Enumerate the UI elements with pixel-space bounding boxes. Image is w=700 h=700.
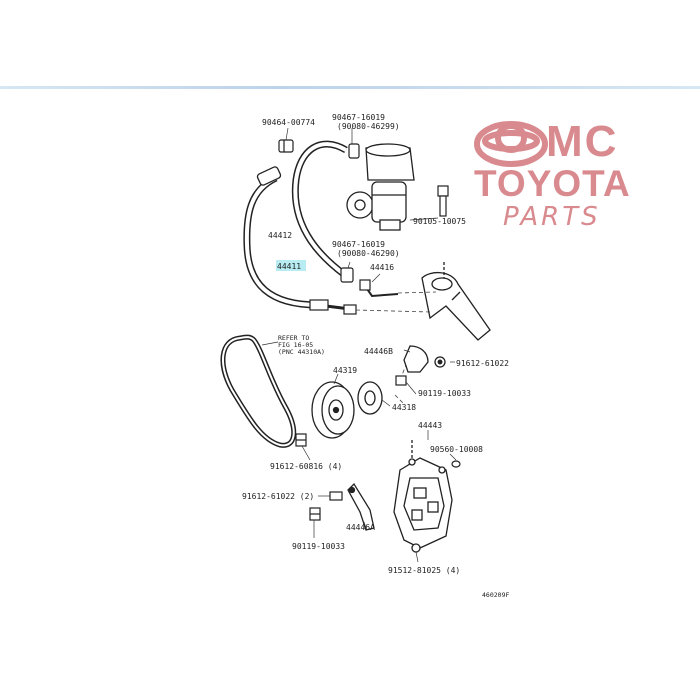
label-90119-10033-lower: 90119-10033 — [292, 542, 345, 551]
bolt-91612-60816 — [295, 433, 307, 447]
v-belt — [220, 334, 297, 448]
bracket-44446a — [347, 482, 375, 531]
label-44412: 44412 — [268, 231, 292, 240]
plate-44318 — [357, 381, 383, 415]
bolt-90119-lower — [309, 507, 321, 521]
brand-toyota: TOYOTA — [474, 163, 631, 204]
nut-90560-10008 — [451, 460, 461, 468]
label-44443: 44443 — [418, 421, 442, 430]
label-44416: 44416 — [370, 263, 394, 272]
label-90080-46290: (90080-46290) — [337, 249, 400, 258]
label-90464-00774: 90464-00774 — [262, 118, 315, 127]
clamp-upper — [348, 143, 360, 159]
label-90105-10075: 90105-10075 — [413, 217, 466, 226]
pulley-44319 — [311, 381, 355, 439]
bracket-44446b — [403, 345, 446, 373]
toyota-emblem-icon — [474, 121, 548, 167]
label-44446b: 44446B — [364, 347, 393, 356]
bolt-90105 — [437, 185, 449, 217]
steering-gear-housing — [421, 262, 491, 341]
label-91612-60816: 91612-60816 (4) — [270, 462, 342, 471]
label-fig-16-05: FIG 16-05 — [278, 341, 313, 349]
label-90119-10033: 90119-10033 — [418, 389, 471, 398]
power-steering-pump — [346, 143, 415, 231]
leader-lines — [261, 127, 457, 563]
bolt-91612-61022 — [329, 491, 343, 501]
label-44411[interactable]: 44411 — [277, 262, 301, 271]
label-pnc-44310a: (PNC 44310A) — [278, 348, 325, 356]
drawing-number: 460209F — [482, 591, 509, 599]
label-90080-46299: (90080-46299) — [337, 122, 400, 131]
pipe-44416 — [359, 279, 399, 298]
brand-parts: PARTS — [503, 202, 601, 232]
label-44318: 44318 — [392, 403, 416, 412]
highlight-44411 — [276, 260, 306, 271]
label-90467-16019-lower: 90467-16019 — [332, 240, 385, 249]
label-90467-16019-upper: 90467-16019 — [332, 113, 385, 122]
label-refer-to: REFER TO — [278, 334, 309, 342]
bolt-90119-10033 — [395, 375, 407, 386]
bracket-44443 — [393, 440, 453, 553]
header-divider — [0, 86, 700, 89]
brand-mc: MC — [546, 117, 619, 166]
union-bolt-90464 — [278, 139, 294, 153]
label-44319: 44319 — [333, 366, 357, 375]
label-91512-81025: 91512-81025 (4) — [388, 566, 460, 575]
label-91612-61022: 91612-61022 — [456, 359, 509, 368]
label-91612-61022-2: 91612-61022 (2) — [242, 492, 314, 501]
return-hose — [291, 140, 354, 283]
pressure-hose — [243, 166, 357, 315]
label-90560-10008: 90560-10008 — [430, 445, 483, 454]
label-44446a: 44446A — [346, 523, 375, 532]
